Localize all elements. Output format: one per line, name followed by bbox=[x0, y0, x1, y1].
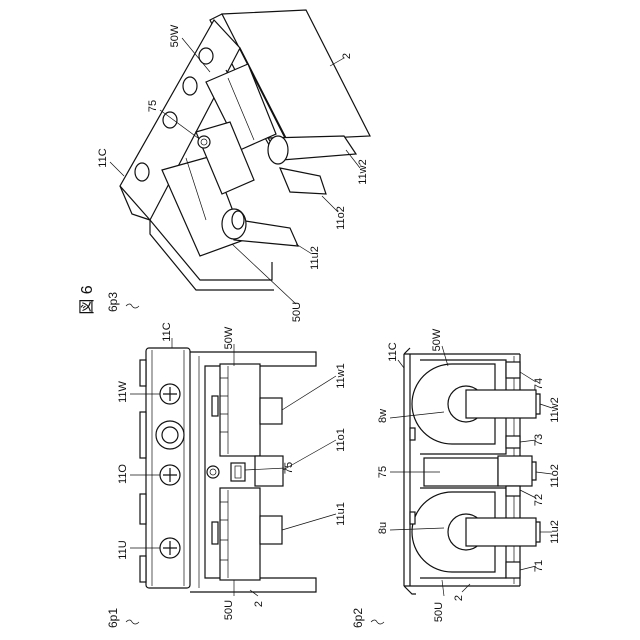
terminal-11w2-p2 bbox=[466, 390, 536, 418]
label-50u-p2: 50U bbox=[433, 602, 445, 622]
arrow-6p1 bbox=[126, 620, 139, 624]
terminal-11u2-p2 bbox=[466, 518, 536, 546]
terminal-11o2-p3 bbox=[280, 168, 326, 194]
figure-title: 図 6 bbox=[79, 285, 96, 314]
label-75-p3: 75 bbox=[147, 100, 159, 112]
terminal-11w1 bbox=[260, 398, 282, 424]
block-74 bbox=[506, 362, 520, 378]
view-6p2 bbox=[404, 348, 540, 594]
label-11o1: 11o1 bbox=[335, 428, 347, 452]
terminal-11o1 bbox=[255, 456, 283, 486]
cover-11c-p2 bbox=[404, 354, 410, 586]
label-11w1: 11w1 bbox=[335, 363, 347, 388]
label-11w2-p2: 11w2 bbox=[549, 397, 561, 422]
connector-75-p3 bbox=[198, 136, 210, 148]
label-50u-p3: 50U bbox=[291, 302, 303, 322]
label-2-p1: 2 bbox=[253, 601, 265, 607]
connector-75 bbox=[207, 466, 219, 478]
label-50w-p2: 50W bbox=[431, 328, 443, 351]
label-11w2-p3: 11w2 bbox=[357, 159, 369, 184]
view-name-6p3: 6p3 bbox=[106, 292, 120, 312]
label-2-p3: 2 bbox=[341, 53, 353, 59]
label-11u: 11U bbox=[117, 540, 129, 559]
view-name-6p2: 6p2 bbox=[351, 608, 365, 628]
terminal-11u1 bbox=[260, 516, 282, 544]
label-72: 72 bbox=[533, 494, 545, 506]
label-11o: 11O bbox=[117, 464, 129, 484]
block-73 bbox=[506, 436, 520, 448]
label-11u2-p3: 11u2 bbox=[309, 246, 321, 270]
view-name-6p1: 6p1 bbox=[106, 608, 120, 628]
view-6p3 bbox=[120, 10, 370, 290]
label-11c-p2: 11C bbox=[387, 342, 399, 361]
label-11c-p1: 11C bbox=[161, 322, 173, 341]
label-50w-p1: 50W bbox=[223, 326, 235, 349]
label-50u-p1: 50U bbox=[223, 600, 235, 620]
label-75-p2: 75 bbox=[377, 466, 389, 478]
label-11c-p3: 11C bbox=[97, 148, 109, 167]
block-72 bbox=[506, 486, 520, 496]
label-11w: 11W bbox=[117, 380, 129, 402]
block-71 bbox=[506, 562, 520, 578]
label-11o2-p3: 11o2 bbox=[335, 206, 347, 230]
label-11u1: 11u1 bbox=[335, 502, 347, 526]
arrow-6p3 bbox=[126, 304, 139, 308]
label-8u: 8u bbox=[377, 522, 389, 534]
label-11o2-p2: 11o2 bbox=[549, 464, 561, 488]
label-74: 74 bbox=[533, 378, 545, 390]
label-2-p2: 2 bbox=[453, 595, 465, 601]
label-8w: 8w bbox=[377, 409, 389, 423]
arrow-6p2 bbox=[371, 620, 384, 624]
label-50w-p3: 50W bbox=[169, 24, 181, 47]
